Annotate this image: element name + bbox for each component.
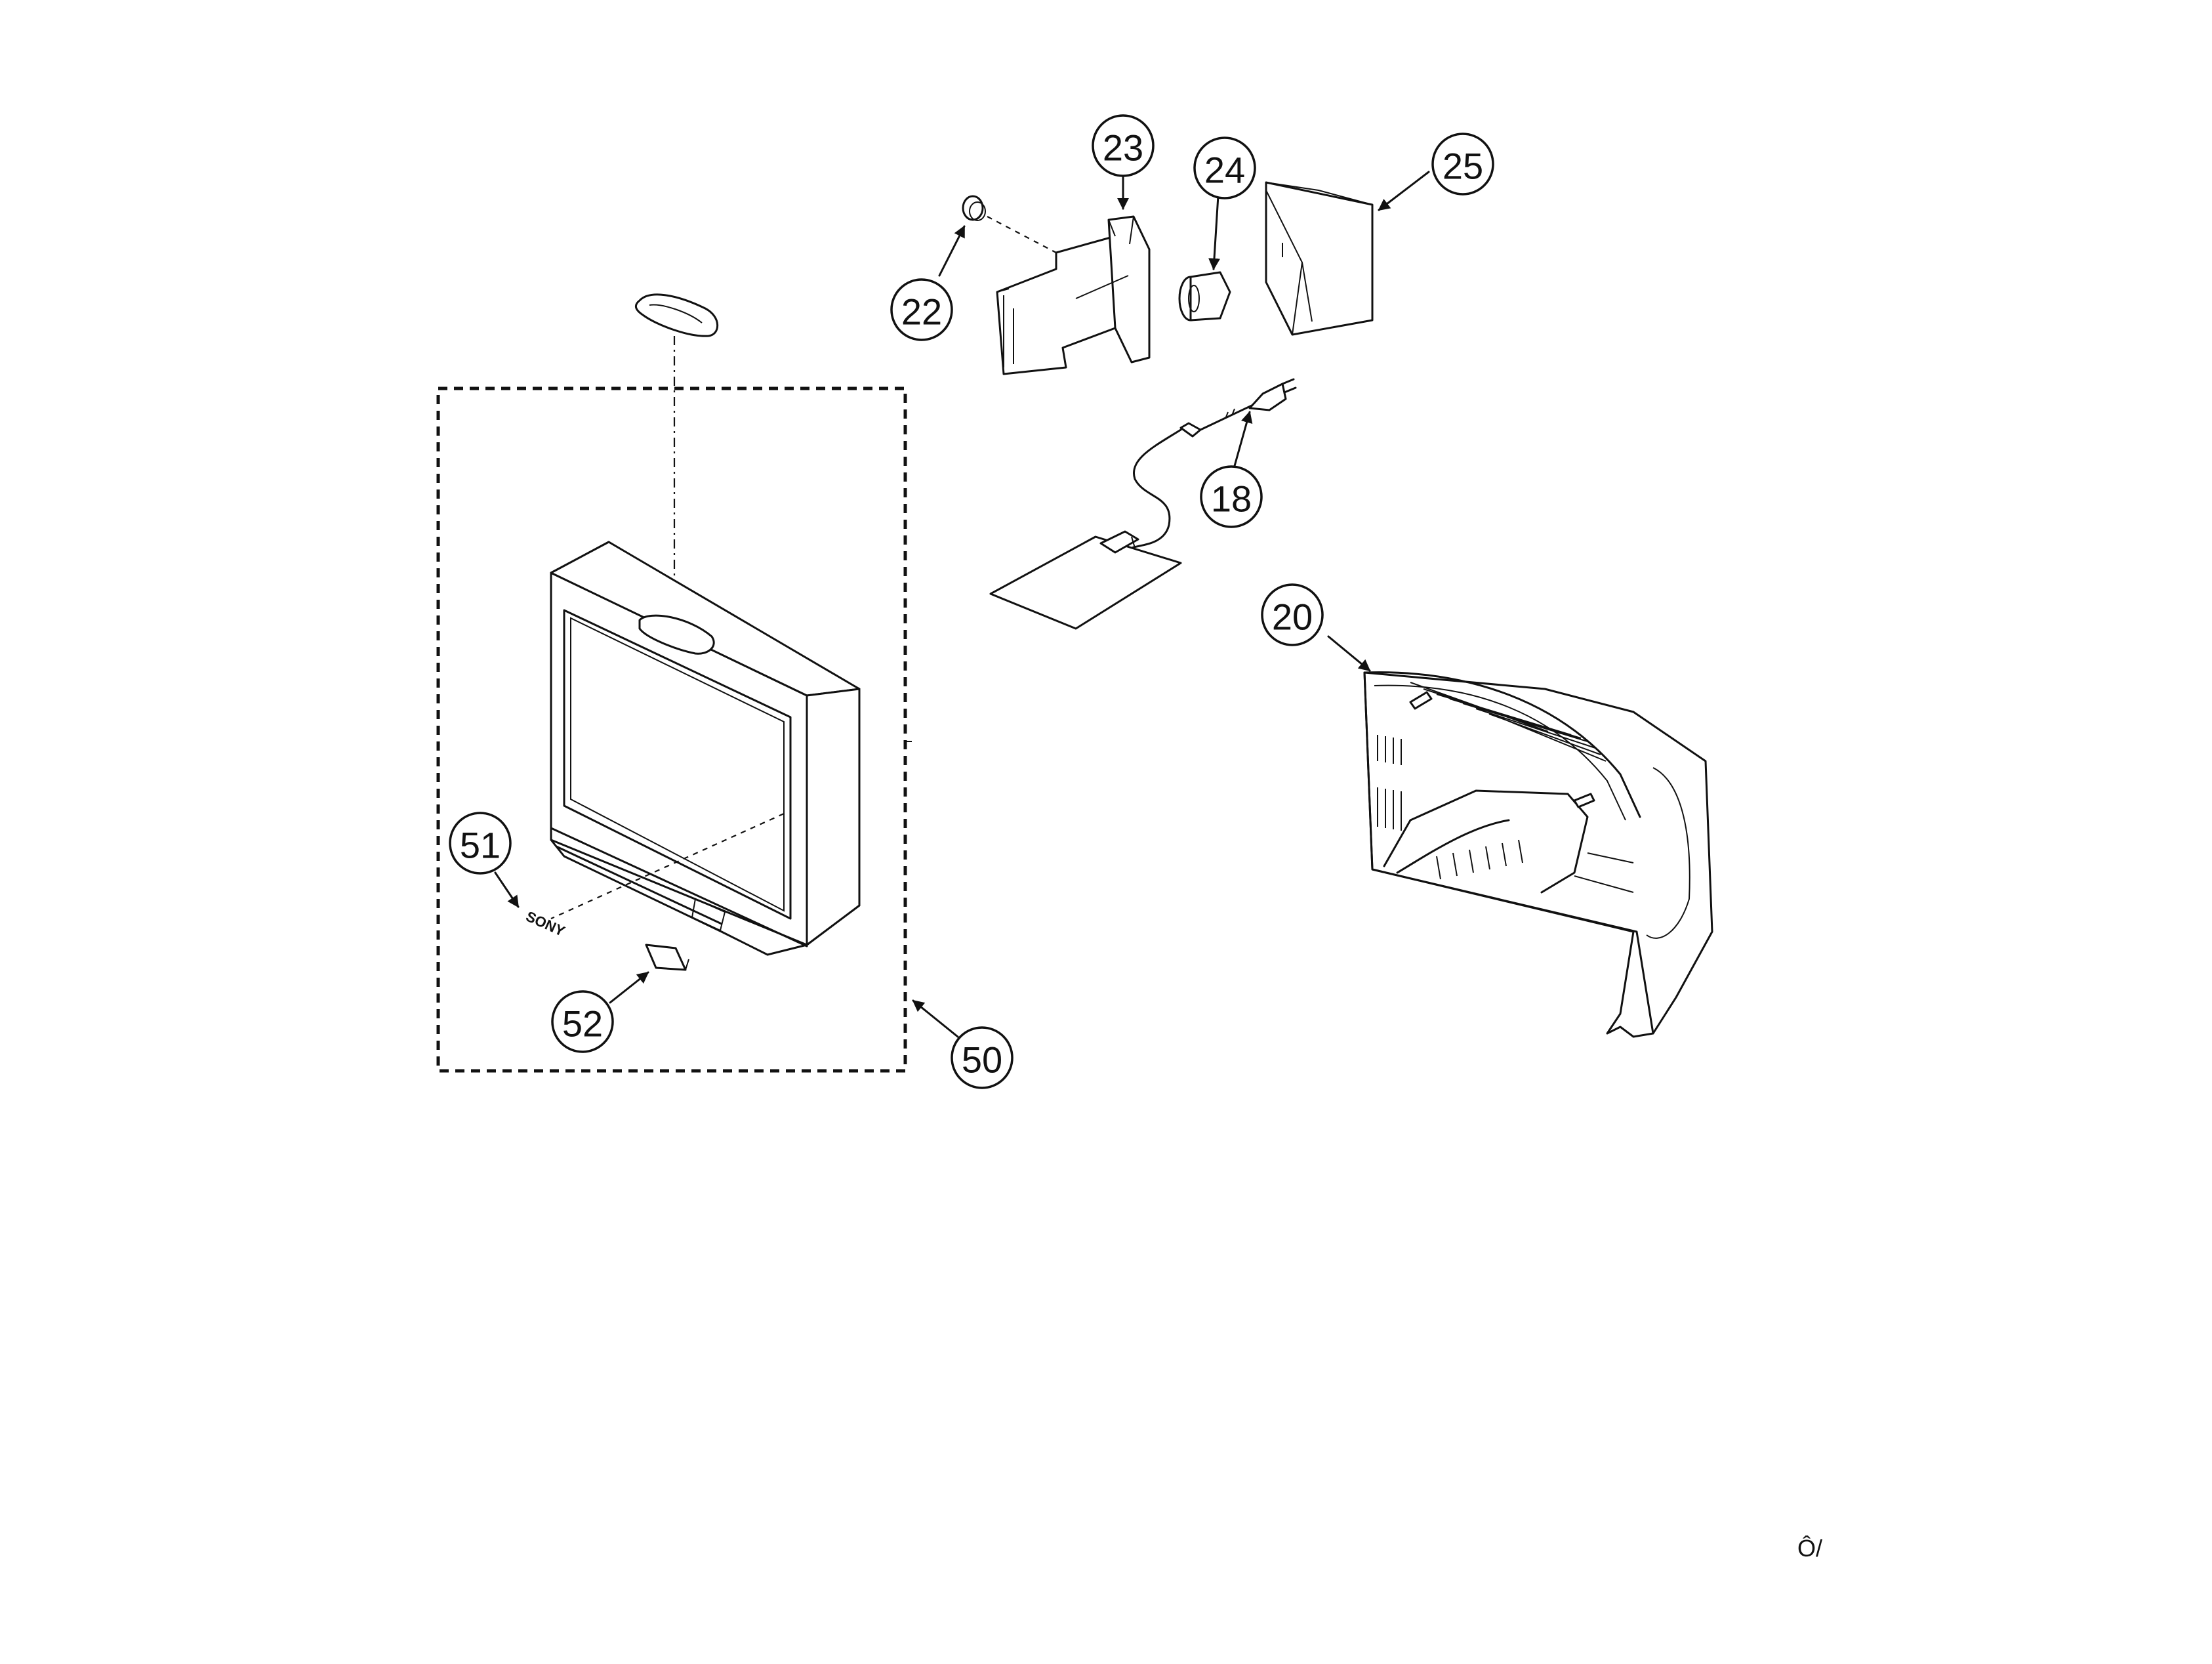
circuit-bracket-part xyxy=(996,215,1151,375)
callout-50: 50 xyxy=(951,1026,1014,1089)
callout-24: 24 xyxy=(1193,136,1256,199)
callout-20: 20 xyxy=(1261,583,1324,646)
callout-23: 23 xyxy=(1092,114,1155,177)
sony-emblem: SONY xyxy=(523,908,567,940)
connector-part xyxy=(962,195,1057,253)
callout-51-label: 51 xyxy=(460,825,501,866)
callout-51: 51 xyxy=(449,812,512,875)
power-cord-part xyxy=(1130,378,1297,549)
sheet-part xyxy=(989,530,1182,630)
callout-25-label: 25 xyxy=(1443,146,1483,187)
callout-20-label: 20 xyxy=(1272,596,1313,638)
front-cabinet xyxy=(550,541,912,956)
deflection-yoke-part xyxy=(1178,271,1231,322)
rear-cabinet-part xyxy=(1363,671,1713,1038)
callout-52: 52 xyxy=(551,990,614,1053)
callout-25: 25 xyxy=(1431,133,1494,196)
page-mark: Ô/ xyxy=(1797,1535,1822,1562)
callout-18: 18 xyxy=(1200,465,1263,528)
top-emblem-part xyxy=(634,293,719,337)
assembly-50-boundary xyxy=(436,386,907,1073)
front-cabinet-assembly: SONY xyxy=(436,293,912,1073)
callout-50-label: 50 xyxy=(962,1039,1002,1081)
callout-24-label: 24 xyxy=(1204,150,1245,191)
callout-52-label: 52 xyxy=(562,1003,603,1045)
callout-18-label: 18 xyxy=(1211,478,1252,520)
callout-23-label: 23 xyxy=(1103,127,1143,169)
callout-22: 22 xyxy=(890,278,953,341)
picture-tube-shield-part xyxy=(1265,181,1374,336)
callout-22-label: 22 xyxy=(901,291,942,333)
badge-part xyxy=(645,944,687,971)
